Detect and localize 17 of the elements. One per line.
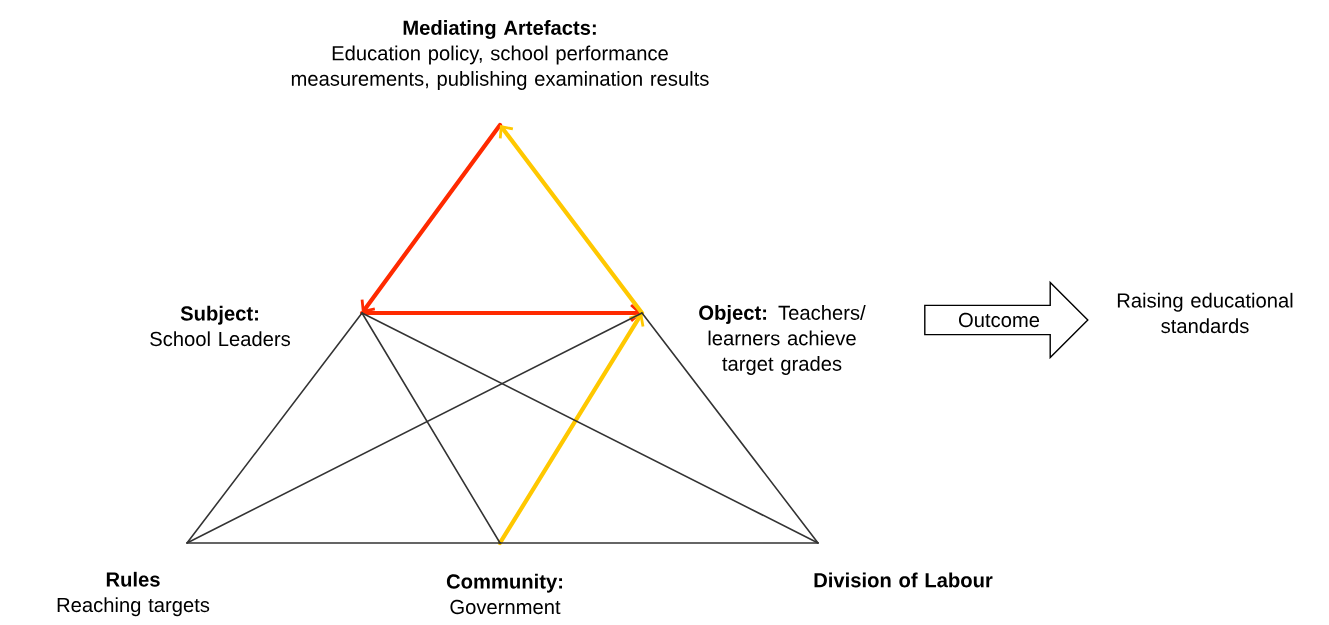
arrow <box>498 125 645 316</box>
arrow <box>497 313 645 546</box>
concept-label: Object: Teachers/ learners achieve target grades <box>699 305 866 375</box>
connecting-line <box>186 312 643 544</box>
connecting-line <box>641 312 819 544</box>
concept-label: Subject: School Leaders <box>150 305 290 347</box>
connecting-line <box>499 542 819 544</box>
concept-label: Rules Reaching targets <box>57 571 210 617</box>
concept-label: Community: Government <box>446 573 562 615</box>
concept-label: Division of Labour <box>814 572 993 588</box>
concept-label: Raising educational standards <box>1117 292 1293 334</box>
concept-label: Mediating Artefacts: Education policy, school performance measurements, publishing examination results <box>291 20 709 90</box>
connecting-line <box>361 312 501 544</box>
connecting-line <box>186 312 363 544</box>
connecting-line <box>361 312 819 544</box>
connecting-line <box>186 542 501 544</box>
arrow <box>360 122 503 313</box>
